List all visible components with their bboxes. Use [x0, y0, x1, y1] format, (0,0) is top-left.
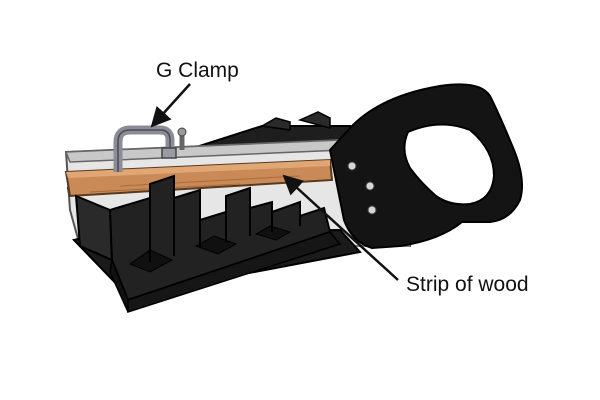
- saw-handle: [328, 83, 523, 250]
- wood-strip: [64, 158, 334, 198]
- strip-of-wood-label: Strip of wood: [406, 273, 529, 296]
- strip-of-wood-arrow: [282, 174, 399, 281]
- mitre-box-front: [72, 174, 362, 314]
- g-clamp-arrow: [150, 83, 191, 128]
- g-clamp-label: G Clamp: [156, 59, 239, 82]
- g-clamp-icon: [113, 125, 187, 172]
